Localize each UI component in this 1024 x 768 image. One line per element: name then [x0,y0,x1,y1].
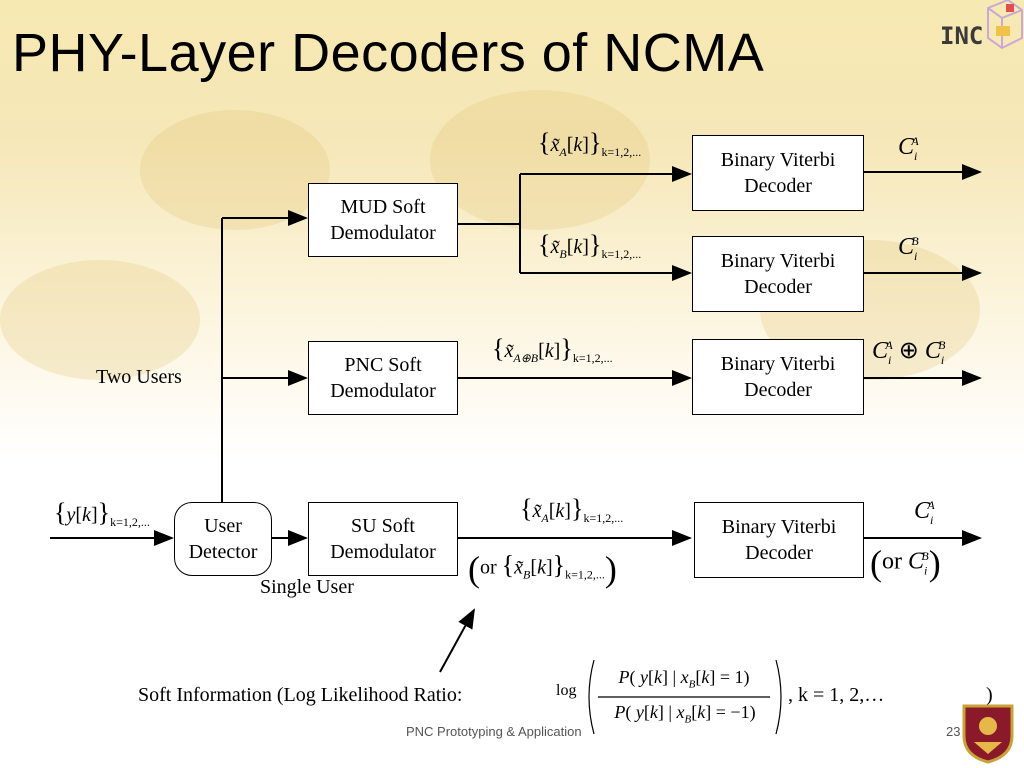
xb-signal-label: {x̃B[k]}k=1,2,... [538,230,642,261]
k-range-label: , k = 1, 2,… [788,684,885,706]
xa-signal-label-top: {x̃A[k]}k=1,2,... [538,128,642,159]
input-signal-label: {y[k]}k=1,2,... [54,498,150,529]
mud-soft-demodulator-block: MUD Soft Demodulator [308,183,458,257]
viterbi-decoder-block-xor: Binary Viterbi Decoder [692,339,864,415]
llr-numerator: P( y[k] | xB[k] = 1) [618,667,750,691]
mud-line-2: Demodulator [330,222,436,244]
or-word-output: or [882,548,902,575]
or-word: or [480,556,497,579]
background-motif [430,90,650,230]
university-crest-icon [962,704,1014,764]
llr-denominator: P( y[k] | xB[k] = −1) [614,702,756,726]
output-cb-label: CiB [898,234,919,263]
viterbi-b-line-1: Binary Viterbi [720,250,836,272]
two-users-label: Two Users [96,366,182,388]
or-xb-signal-label: (or {x̃B[k]}k=1,2,...) [468,549,617,589]
user-detector-line-2: Detector [188,541,258,563]
viterbi-a-line-2: Decoder [744,175,812,197]
output-ca-label: CiA [898,134,919,163]
xaxorb-signal-label: {x̃A⊕B[k]}k=1,2,... [492,334,613,365]
output-ca-su-label: CiA [914,498,935,527]
soft-information-label: Soft Information (Log Likelihood Ratio: [138,684,463,706]
viterbi-decoder-block-a: Binary Viterbi Decoder [692,135,864,211]
output-xor-label: CiA ⊕ CiB [872,338,946,367]
single-user-label: Single User [260,576,354,598]
output-or-cb-label: (or CiB) [870,543,941,583]
close-paren-label: ) [986,684,993,706]
viterbi-xor-line-2: Decoder [744,379,812,401]
background-motif [0,260,200,380]
inc-logo-icon [987,0,1023,50]
viterbi-su-line-1: Binary Viterbi [721,516,837,538]
viterbi-su-line-2: Decoder [745,542,813,564]
su-line-1: SU Soft [351,515,415,537]
pnc-line-2: Demodulator [330,380,436,402]
xa-signal-label-su: {x̃A[k]}k=1,2,... [520,494,624,525]
slide-title: PHY-Layer Decoders of NCMA [12,23,765,83]
footer-text: PNC Prototyping & Application [406,724,582,739]
su-line-2: Demodulator [330,541,436,563]
user-detector-block: User Detector [174,502,272,576]
viterbi-a-line-1: Binary Viterbi [720,149,836,171]
mud-line-1: MUD Soft [340,196,426,218]
pnc-line-1: PNC Soft [344,354,422,376]
pnc-soft-demodulator-block: PNC Soft Demodulator [308,341,458,415]
viterbi-decoder-block-b: Binary Viterbi Decoder [692,236,864,312]
viterbi-b-line-2: Decoder [744,276,812,298]
su-soft-demodulator-block: SU Soft Demodulator [308,502,458,576]
log-label: log [556,682,577,699]
user-detector-line-1: User [204,515,242,537]
page-number: 23 [946,724,961,739]
viterbi-xor-line-1: Binary Viterbi [720,353,836,375]
logo-text: INC [940,22,984,50]
viterbi-decoder-block-su: Binary Viterbi Decoder [694,502,864,578]
